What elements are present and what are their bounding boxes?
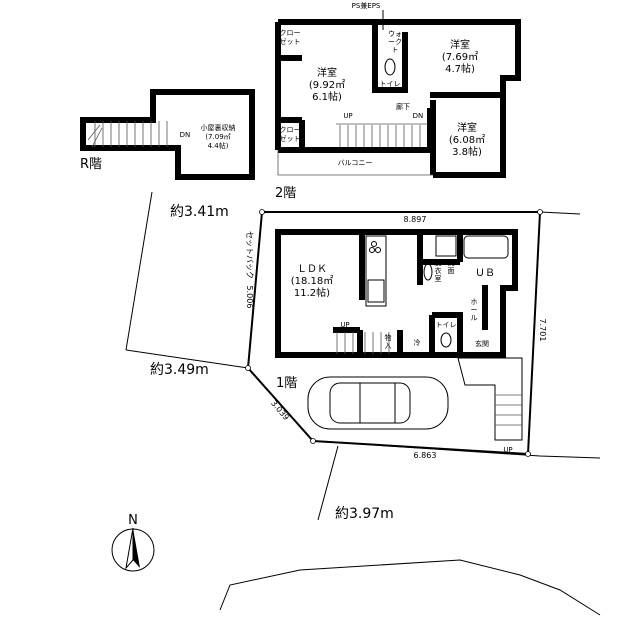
ldk-name: ＬＤＫ bbox=[297, 264, 327, 275]
second-floor-stairs bbox=[336, 123, 428, 147]
setback-label: セットバック bbox=[245, 231, 254, 279]
second-floor: PS兼EPS クロー ゼット クロー ゼット ウォ ーク ト 洋室 (9.92㎡… bbox=[275, 1, 521, 201]
ps-eps-label: PS兼EPS bbox=[352, 1, 381, 10]
closet-bottom-l1: クロー bbox=[280, 126, 301, 134]
attic-area-m2: (7.09㎡ bbox=[205, 133, 230, 141]
first-floor-stairs bbox=[336, 332, 390, 354]
dim-top: 8.897 bbox=[404, 215, 427, 224]
storage-l2: 入 bbox=[385, 342, 392, 350]
first-up-label: UP bbox=[340, 321, 349, 329]
fridge-label: 冷 bbox=[414, 338, 421, 347]
toilet-icon bbox=[384, 58, 396, 76]
first-floor: ＬＤＫ (18.18㎡ 11.2帖) 脱 衣 室 洗 面 ＵＢ ホ ー ル トイ… bbox=[275, 229, 523, 454]
first-toilet-label: トイレ bbox=[436, 321, 457, 329]
road-width-left: 約3.49m bbox=[150, 362, 209, 378]
closet-top-l1: クロー bbox=[280, 29, 301, 37]
site-corners bbox=[245, 209, 543, 457]
hall-l2: ー bbox=[471, 306, 478, 314]
ldk-area-m2: (18.18㎡ bbox=[291, 275, 334, 287]
dim-left: 5.006 bbox=[245, 286, 254, 309]
hallway-label: 廊下 bbox=[396, 102, 410, 111]
entrance-label: 玄関 bbox=[475, 339, 489, 348]
site-boundary bbox=[246, 211, 542, 456]
washstand-l2: 面 bbox=[448, 267, 455, 275]
washroom-l1: 脱 bbox=[435, 258, 442, 267]
outside-up-label: UP bbox=[503, 446, 512, 454]
room-main-name: 洋室 bbox=[317, 66, 337, 79]
ldk-area-jo: 11.2帖) bbox=[294, 286, 330, 299]
dim-bottom: 6.863 bbox=[414, 451, 437, 460]
road-width-bottom: 約3.97m bbox=[335, 506, 394, 522]
washstand-l1: 洗 bbox=[448, 258, 455, 267]
attic-dn-label: DN bbox=[180, 131, 191, 139]
second-toilet-label: トイレ bbox=[380, 80, 401, 88]
attic-name: 小屋裏収納 bbox=[201, 123, 236, 132]
washroom-l2: 衣 bbox=[435, 266, 442, 275]
attic-stairs bbox=[87, 121, 168, 148]
hall-l1: ホ bbox=[471, 298, 478, 306]
compass-icon: N bbox=[111, 513, 155, 572]
closet-top-l2: ゼット bbox=[280, 37, 301, 46]
bathtub bbox=[463, 235, 509, 259]
attic-area-jo: 4.4帖) bbox=[208, 141, 229, 150]
storage-l1: 物 bbox=[385, 333, 392, 342]
first-floor-label: 1階 bbox=[276, 376, 297, 391]
walkin-l1: ウォ bbox=[388, 30, 402, 38]
r-floor-label: R階 bbox=[80, 157, 102, 172]
washer-space bbox=[435, 235, 457, 257]
room-ne-area-m2: (7.69㎡ bbox=[442, 51, 478, 63]
car-icon bbox=[307, 376, 449, 430]
dim-corner: 3.039 bbox=[269, 399, 291, 422]
kitchen-counter bbox=[365, 235, 387, 307]
walkin-l2: ーク bbox=[388, 38, 402, 46]
dim-right: 7.701 bbox=[538, 319, 547, 342]
second-dn-label: DN bbox=[413, 112, 424, 120]
room-main-area-m2: (9.92㎡ bbox=[309, 79, 345, 91]
room-se-area-m2: (6.08㎡ bbox=[449, 134, 485, 146]
bath-label: ＵＢ bbox=[475, 268, 495, 279]
walkin-l3: ト bbox=[392, 46, 399, 54]
room-main-area-jo: 6.1帖) bbox=[312, 90, 342, 103]
room-ne-name: 洋室 bbox=[450, 38, 470, 51]
room-ne-area-jo: 4.7帖) bbox=[445, 62, 475, 75]
second-floor-label: 2階 bbox=[275, 186, 296, 201]
washroom-l3: 室 bbox=[435, 274, 442, 283]
road-width-top: 約3.41m bbox=[170, 204, 229, 220]
room-se-name: 洋室 bbox=[457, 121, 477, 134]
closet-bottom-l2: ゼット bbox=[280, 134, 301, 143]
hall-l3: ル bbox=[471, 314, 478, 322]
room-se-area-jo: 3.8帖) bbox=[452, 145, 482, 158]
balcony-label: バルコニー bbox=[338, 159, 373, 167]
compass-label: N bbox=[128, 513, 138, 528]
r-floor: DN 小屋裏収納 (7.09㎡ 4.4帖) R階 bbox=[80, 89, 255, 180]
second-up-label: UP bbox=[343, 112, 352, 120]
